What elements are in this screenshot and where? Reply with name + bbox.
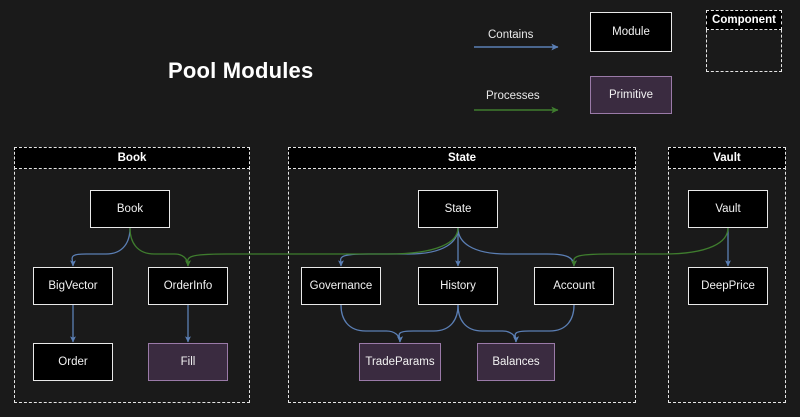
group-label-state: State [447, 152, 477, 164]
node-vault[interactable]: Vault [688, 190, 768, 228]
group-label-book: Book [117, 152, 147, 164]
node-orderinfo[interactable]: OrderInfo [148, 267, 228, 305]
node-label-bigvector: BigVector [48, 280, 98, 292]
node-label-vault: Vault [715, 203, 741, 215]
node-state[interactable]: State [418, 190, 498, 228]
node-label-order: Order [58, 356, 88, 368]
node-label-account: Account [553, 280, 595, 292]
node-fill[interactable]: Fill [148, 343, 228, 381]
node-label-book: Book [116, 203, 144, 215]
legend-module-box: Module [590, 12, 672, 52]
group-header-vault: Vault [668, 147, 786, 169]
node-label-tradeparams: TradeParams [365, 356, 435, 368]
group-label-vault: Vault [713, 152, 741, 164]
node-governance[interactable]: Governance [301, 267, 381, 305]
node-label-state: State [444, 203, 472, 215]
node-deepprice[interactable]: DeepPrice [688, 267, 768, 305]
node-label-orderinfo: OrderInfo [163, 280, 213, 292]
legend-primitive-label: Primitive [608, 89, 654, 101]
node-account[interactable]: Account [534, 267, 614, 305]
legend-component-label: Component [712, 14, 776, 26]
node-history[interactable]: History [418, 267, 498, 305]
legend-processes-label: Processes [486, 90, 540, 102]
node-tradeparams[interactable]: TradeParams [359, 343, 441, 381]
node-order[interactable]: Order [33, 343, 113, 381]
legend-component-header: Component [706, 10, 782, 30]
node-balances[interactable]: Balances [477, 343, 555, 381]
legend-module-label: Module [612, 26, 650, 38]
node-label-balances: Balances [492, 356, 540, 368]
node-label-governance: Governance [309, 280, 373, 292]
node-label-fill: Fill [180, 356, 196, 368]
node-bigvector[interactable]: BigVector [33, 267, 113, 305]
group-header-book: Book [14, 147, 250, 169]
node-book[interactable]: Book [90, 190, 170, 228]
page-title: Pool Modules [168, 58, 314, 83]
legend-primitive-box: Primitive [590, 76, 672, 114]
node-label-deepprice: DeepPrice [701, 280, 755, 292]
group-header-state: State [288, 147, 636, 169]
legend-contains-label: Contains [488, 29, 534, 41]
node-label-history: History [440, 280, 476, 292]
